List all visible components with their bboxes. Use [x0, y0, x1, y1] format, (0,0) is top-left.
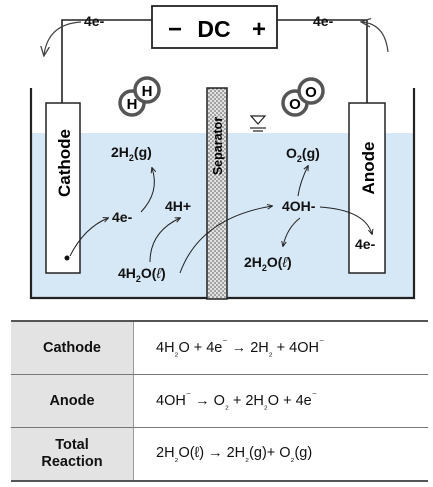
- dc-power-supply: − DC +: [151, 5, 278, 49]
- cathode-electrons-label: 4e-: [112, 209, 133, 225]
- cathode-electrode: [45, 102, 81, 274]
- reaction-label: Anode: [11, 374, 134, 428]
- electron-flow-left-label: 4e-: [84, 13, 105, 29]
- anode-product-o2: O2(g): [286, 145, 320, 164]
- reaction-equation: 2H₂O(ℓ) → 2H₂(g)+ O₂(g): [133, 427, 428, 482]
- dc-label: DC: [197, 16, 230, 42]
- arrow-water-to-hydroxide: [179, 206, 272, 274]
- anode-label: Anode: [359, 142, 378, 195]
- electron-flow-arrow-left: [44, 21, 82, 55]
- electron-source-dot: [64, 255, 70, 261]
- reaction-equation: 4OH⁻ → O₂ + 2H₂O + 4e⁻: [133, 374, 428, 428]
- cathode-water-label: 4H2O(ℓ): [118, 265, 166, 284]
- cathode-product-h2: 2H2(g): [111, 144, 152, 163]
- separator: [206, 87, 228, 300]
- anode-electrode: [348, 102, 386, 274]
- svg-text:H: H: [127, 96, 138, 113]
- dc-plus-sign: +: [252, 16, 266, 43]
- arrow-hydroxide-to-electrons: [319, 206, 372, 234]
- reaction-label: Cathode: [11, 320, 134, 375]
- dc-minus-sign: −: [168, 16, 182, 43]
- svg-text:H: H: [142, 83, 153, 100]
- svg-text:O: O: [305, 84, 317, 101]
- arrow-hydroxide-to-o2: [297, 166, 308, 197]
- arrow-electrode-to-electrons: [69, 218, 108, 257]
- separator-label: Separator: [211, 117, 225, 175]
- arrow-hydroxide-to-water: [283, 217, 301, 246]
- reaction-equation: 4H₂O + 4e⁻ → 2H₂ + 4OH⁻: [133, 320, 428, 375]
- arrow-electrons-to-h2: [140, 168, 154, 213]
- protons-label: 4H+: [165, 198, 191, 214]
- anode-electrons-label: 4e-: [355, 236, 376, 252]
- electron-flow-arrow-right: [362, 22, 389, 53]
- electrolysis-diagram: 4e- 4e- − DC + Cathode Anode Separator H…: [29, 5, 416, 300]
- electron-flow-right-label: 4e-: [313, 13, 334, 29]
- arrow-water-to-protons: [149, 218, 180, 263]
- cathode-label: Cathode: [55, 129, 74, 197]
- hydroxide-label: 4OH-: [282, 198, 316, 214]
- hydrogen-molecule-icon: H H: [118, 76, 161, 117]
- oxygen-molecule-icon: O O: [281, 77, 325, 117]
- anode-water-label: 2H2O(ℓ): [244, 254, 292, 273]
- svg-text:O: O: [289, 96, 301, 113]
- circuit-wire-left: [61, 19, 152, 103]
- water-level-icon: [249, 115, 267, 132]
